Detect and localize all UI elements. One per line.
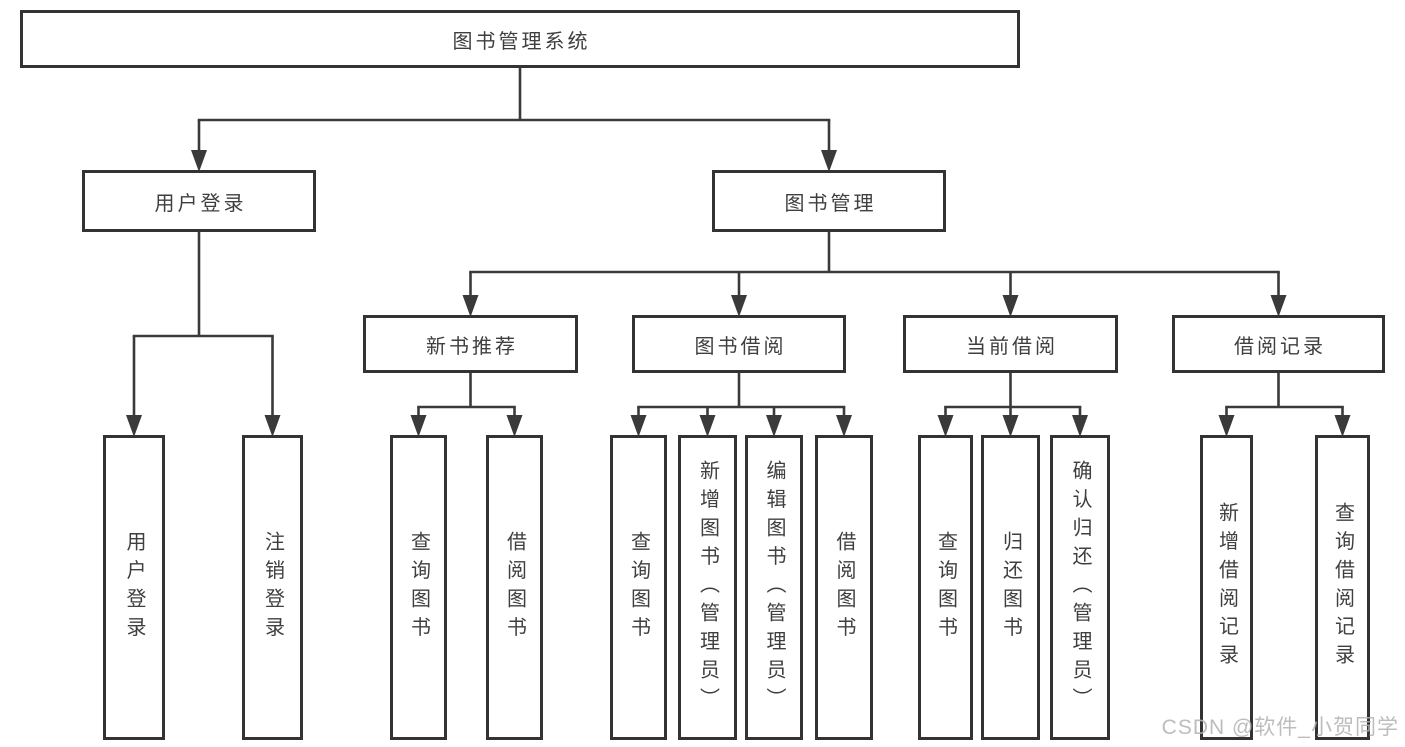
- arrowhead-icon: [1218, 415, 1235, 437]
- arrowhead-icon: [630, 415, 647, 437]
- diagram-node-leaf-query-2: 查询图书: [610, 435, 667, 740]
- diagram-node-leaf-add-book: 新增图书（管理员）: [678, 435, 737, 740]
- diagram-node-leaf-logout: 注销登录: [242, 435, 303, 740]
- diagram-node-label: 图书管理: [784, 192, 877, 215]
- diagram-node-records: 借阅记录: [1172, 315, 1385, 373]
- diagram-node-label: 查询图书: [407, 530, 430, 645]
- arrowhead-icon: [264, 415, 281, 437]
- arrowhead-icon: [766, 415, 782, 437]
- arrowhead-icon: [1002, 295, 1019, 317]
- diagram-node-label: 查询图书: [934, 530, 957, 645]
- arrowhead-icon: [731, 295, 747, 317]
- arrowhead-icon: [1072, 415, 1088, 437]
- arrowhead-icon: [1270, 295, 1287, 317]
- arrowhead-icon: [836, 415, 852, 437]
- diagram-node-label: 用户登录: [154, 192, 247, 215]
- arrowhead-icon: [126, 415, 142, 437]
- diagram-node-label: 查询借阅记录: [1331, 502, 1354, 673]
- diagram-node-leaf-return: 归还图书: [981, 435, 1040, 740]
- diagram-node-label: 图书借阅: [694, 335, 787, 358]
- arrowhead-icon: [1334, 415, 1351, 437]
- diagram-node-label: 注销登录: [261, 530, 284, 645]
- diagram-node-label: 用户登录: [123, 530, 145, 645]
- diagram-node-label: 新增借阅记录: [1215, 502, 1238, 673]
- diagram-node-label: 归还图书: [999, 530, 1022, 645]
- diagram-node-leaf-edit-book: 编辑图书（管理员）: [745, 435, 803, 740]
- diagram-node-leaf-query-record: 查询借阅记录: [1315, 435, 1370, 740]
- diagram-node-leaf-borrow-1: 借阅图书: [486, 435, 543, 740]
- diagram-node-bookmgmt: 图书管理: [712, 170, 946, 232]
- diagram-node-leaf-borrow-2: 借阅图书: [815, 435, 873, 740]
- diagram-node-borrow: 图书借阅: [632, 315, 846, 373]
- arrowhead-icon: [821, 150, 837, 172]
- diagram-node-label: 当前借阅: [966, 335, 1058, 358]
- arrowhead-icon: [462, 295, 479, 317]
- diagram-node-newbook: 新书推荐: [363, 315, 578, 373]
- arrowhead-icon: [1002, 415, 1019, 437]
- diagram-node-login: 用户登录: [82, 170, 316, 232]
- diagram-node-label: 借阅图书: [833, 530, 855, 645]
- diagram-node-label: 新增图书（管理员）: [696, 459, 719, 716]
- diagram-node-root: 图书管理系统: [20, 10, 1020, 68]
- diagram-node-label: 图书管理系统: [452, 30, 591, 53]
- diagram-node-current: 当前借阅: [903, 315, 1118, 373]
- diagram-node-leaf-query-1: 查询图书: [390, 435, 447, 740]
- diagram-node-label: 借阅图书: [503, 530, 526, 645]
- arrowhead-icon: [699, 415, 716, 437]
- diagram-node-label: 查询图书: [627, 530, 650, 645]
- arrowhead-icon: [506, 415, 523, 437]
- diagram-node-leaf-query-3: 查询图书: [918, 435, 973, 740]
- diagram-node-label: 新书推荐: [426, 335, 518, 358]
- diagram-node-leaf-user-login: 用户登录: [103, 435, 165, 740]
- diagram-node-label: 确认归还（管理员）: [1069, 459, 1091, 716]
- arrowhead-icon: [410, 415, 427, 437]
- diagram-node-leaf-add-record: 新增借阅记录: [1200, 435, 1253, 740]
- arrowhead-icon: [937, 415, 954, 437]
- diagram-node-label: 编辑图书（管理员）: [763, 459, 785, 716]
- arrowhead-icon: [191, 150, 207, 172]
- diagram-node-leaf-confirm: 确认归还（管理员）: [1050, 435, 1110, 740]
- diagram-node-label: 借阅记录: [1234, 335, 1326, 358]
